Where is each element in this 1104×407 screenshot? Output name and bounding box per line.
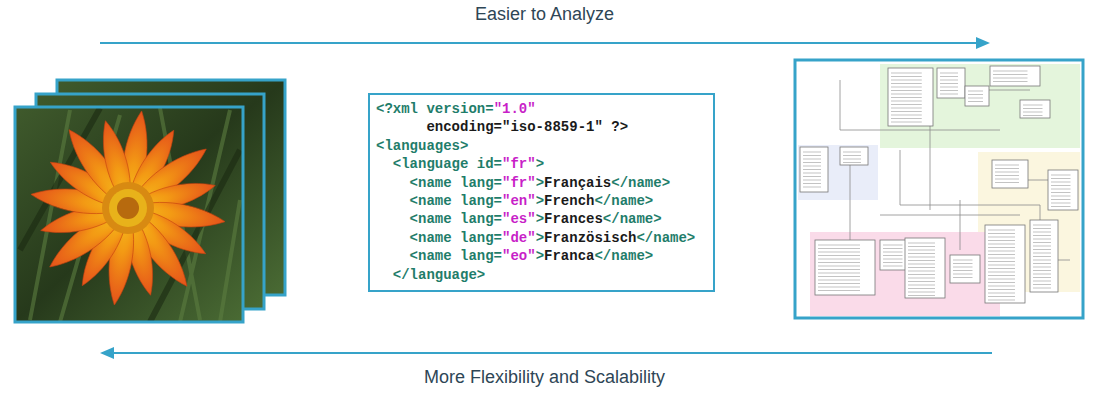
code-line: <language id="fr"> (376, 155, 703, 173)
image-stack (15, 80, 285, 322)
code-line: <languages> (376, 137, 703, 155)
code-line: <name lang="fr">Français</name> (376, 174, 703, 192)
axis-label: More Flexibility and Scalability (424, 367, 665, 388)
code-line: <name lang="eo">Franca</name> (376, 247, 703, 265)
direction-arrow (100, 347, 992, 359)
direction-arrow (100, 37, 990, 49)
code-line: <?xml version="1.0" (376, 100, 703, 118)
er-diagram (795, 60, 1083, 318)
code-line: <name lang="de">Französisch</name> (376, 229, 703, 247)
code-line: </language> (376, 266, 703, 284)
code-line: encoding="iso-8859-1" ?> (376, 118, 703, 136)
code-line: <name lang="en">French</name> (376, 192, 703, 210)
code-box: <?xml version="1.0"encoding="iso-8859-1"… (368, 93, 715, 292)
axis-label: Easier to Analyze (475, 4, 614, 25)
code-line: <name lang="es">Frances</name> (376, 210, 703, 228)
